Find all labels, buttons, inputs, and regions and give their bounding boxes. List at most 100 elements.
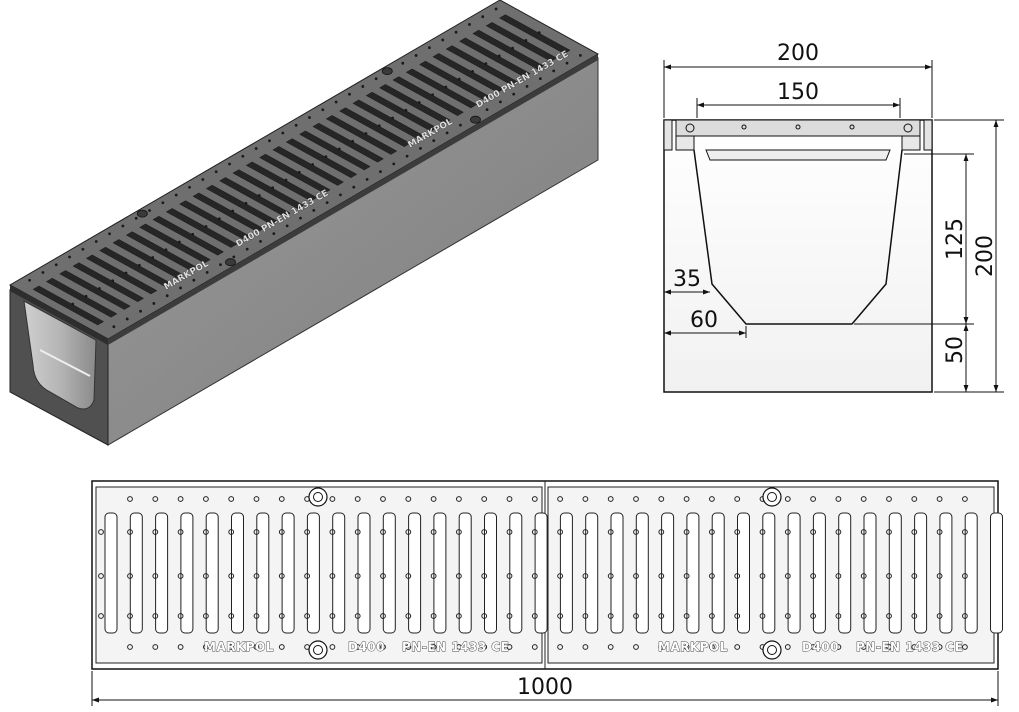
iso-grate-holes — [28, 7, 582, 329]
plan-hole — [456, 573, 462, 579]
iso-hole — [121, 224, 125, 228]
iso-slot — [179, 200, 251, 241]
iso-hole — [214, 170, 218, 174]
iso-slot — [272, 146, 345, 186]
plan-hole — [98, 613, 104, 619]
iso-slot — [472, 29, 544, 70]
plan-hole — [203, 573, 209, 579]
plan-hole — [152, 496, 159, 502]
plan-hole — [506, 529, 513, 535]
plan-hole — [582, 573, 589, 579]
plan-load-class-1: D400 — [348, 640, 385, 654]
section-frame-right — [923, 119, 933, 151]
iso-slot — [432, 53, 504, 93]
plan-hole — [456, 496, 462, 502]
plan-hole — [911, 496, 918, 502]
plan-hole — [607, 613, 614, 619]
plan-hole — [380, 529, 386, 535]
plan-hole — [658, 529, 665, 535]
iso-hole — [161, 201, 165, 205]
plan-hole — [835, 644, 842, 650]
plan-hole — [557, 573, 563, 579]
iso-slot — [405, 68, 478, 109]
plan-slot — [863, 512, 877, 634]
plan-slot — [838, 512, 852, 634]
iso-slot — [99, 246, 171, 287]
plan-hole — [228, 644, 235, 650]
iso-hole — [321, 108, 325, 112]
plan-hole — [835, 613, 842, 619]
plan-hole — [683, 644, 690, 650]
iso-slot — [325, 115, 398, 155]
plan-hole — [936, 529, 943, 535]
plan-hole — [127, 573, 133, 579]
plan-slot — [534, 512, 548, 634]
iso-hole — [405, 154, 409, 158]
section-grate-web — [705, 149, 891, 161]
plan-hole — [835, 573, 842, 579]
plan-hole — [228, 529, 235, 535]
iso-hole — [84, 294, 88, 298]
plan-slot — [661, 512, 675, 634]
iso-hole — [228, 162, 231, 166]
plan-hole — [304, 529, 311, 535]
plan-hole — [709, 529, 715, 535]
plan-hole — [430, 573, 437, 579]
plan-hole — [886, 644, 892, 650]
plan-hole — [380, 613, 386, 619]
plan-slot — [509, 512, 523, 634]
plan-hole — [962, 644, 968, 650]
channel-opening — [23, 300, 97, 410]
iso-hole — [511, 46, 514, 50]
plan-hole — [709, 613, 715, 619]
plan-hole — [582, 613, 589, 619]
plan-slot — [711, 512, 725, 634]
iso-slot — [365, 91, 438, 132]
iso-bolt — [470, 115, 481, 124]
plan-slot — [737, 512, 750, 634]
iso-hole — [205, 271, 209, 274]
plan-bolt — [762, 487, 782, 507]
iso-hole — [308, 116, 311, 119]
plan-hole — [203, 496, 209, 502]
grate-plan-view: MARKPOL D400 PN-EN 1433 CE MARKPOL D400 … — [91, 480, 1003, 670]
iso-hole — [524, 39, 528, 42]
iso-slot — [499, 14, 571, 54]
iso-slot — [445, 45, 518, 85]
plan-slot — [888, 512, 902, 634]
iso-slot — [45, 277, 118, 318]
plan-hole — [456, 613, 462, 619]
plan-hole — [734, 496, 741, 502]
plan-slot — [205, 512, 219, 634]
plan-hole — [886, 496, 892, 502]
iso-hole — [325, 201, 329, 205]
plan-hole — [506, 496, 513, 502]
iso-hole — [538, 77, 542, 81]
plan-hole — [253, 496, 260, 502]
iso-hole — [428, 46, 431, 50]
plan-hole — [329, 529, 336, 535]
iso-hole — [392, 162, 396, 166]
plan-bolt-inner — [313, 492, 323, 502]
plan-hole — [152, 644, 159, 650]
iso-slot — [352, 99, 424, 140]
iso-hole — [294, 123, 298, 127]
iso-slot — [32, 285, 105, 326]
plan-hole — [177, 573, 184, 579]
iso-hole — [494, 7, 498, 11]
iso-hole — [244, 201, 248, 205]
plan-slot — [180, 512, 194, 634]
iso-hole — [445, 131, 449, 135]
plan-hole — [531, 529, 538, 535]
plan-hole — [152, 573, 159, 579]
plan-slot — [332, 512, 346, 634]
plan-slot — [686, 512, 700, 634]
iso-slot — [85, 254, 158, 295]
iso-hole — [299, 216, 302, 220]
plan-hole — [962, 573, 968, 579]
plan-hole — [784, 573, 791, 579]
plan-hole — [354, 529, 361, 535]
dim-grate-width: 150 — [777, 80, 819, 105]
iso-hole — [334, 100, 338, 104]
